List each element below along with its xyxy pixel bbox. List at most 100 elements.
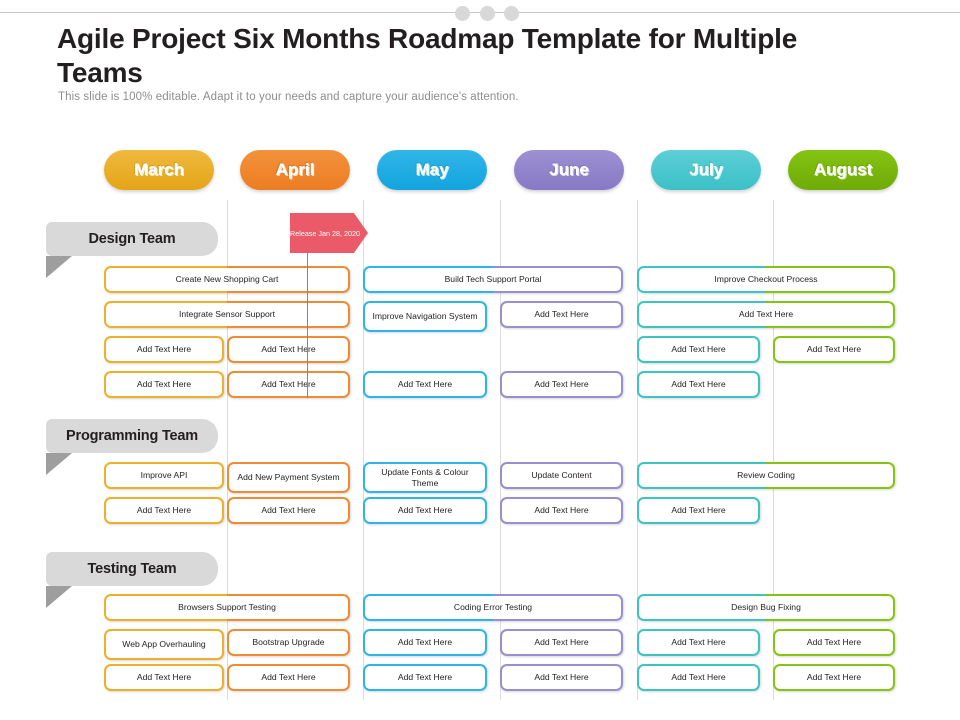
dot-icon	[504, 5, 519, 21]
timeline-gridline	[227, 200, 228, 700]
task-bar-label: Add Text Here	[229, 499, 348, 522]
task-bar-label: Add Text Here	[775, 338, 893, 361]
task-bar[interactable]: Add Text Here	[773, 336, 895, 363]
task-bar-label: Add Text Here	[106, 373, 222, 396]
task-bar[interactable]: Update Fonts & Colour Theme	[363, 462, 487, 493]
task-bar[interactable]: Add Text Here	[773, 664, 895, 691]
task-bar-label: Browsers Support Testing	[106, 596, 348, 619]
month-header-august[interactable]: August	[788, 150, 898, 190]
month-header-march[interactable]: March	[104, 150, 214, 190]
task-bar[interactable]: Add Text Here	[104, 336, 224, 363]
task-bar[interactable]: Web App Overhauling	[104, 629, 224, 660]
timeline-gridline	[637, 200, 638, 700]
task-bar-label: Add Text Here	[502, 499, 621, 522]
month-label: July	[688, 160, 724, 179]
task-bar-label: Integrate Sensor Support	[106, 303, 348, 326]
task-bar-label: Bootstrap Upgrade	[229, 631, 348, 654]
task-bar-label: Add Text Here	[365, 631, 485, 654]
task-bar-label: Add Text Here	[106, 338, 222, 361]
month-label: August	[813, 160, 873, 179]
task-bar[interactable]: Create New Shopping Cart	[104, 266, 350, 293]
task-bar-label: Update Fonts & Colour Theme	[365, 464, 485, 491]
month-label: March	[133, 160, 185, 179]
task-bar[interactable]: Build Tech Support Portal	[363, 266, 623, 293]
task-bar[interactable]: Add Text Here	[363, 629, 487, 656]
task-bar-label: Add Text Here	[106, 666, 222, 689]
task-bar-label: Add Text Here	[639, 373, 758, 396]
task-bar-label: Improve Checkout Process	[639, 268, 893, 291]
task-bar[interactable]: Add Text Here	[637, 664, 760, 691]
task-bar[interactable]: Improve Checkout Process	[637, 266, 895, 293]
task-bar-label: Add Text Here	[639, 499, 758, 522]
task-bar-label: Design Bug Fixing	[639, 596, 893, 619]
task-bar[interactable]: Add Text Here	[637, 301, 895, 328]
task-bar-label: Add Text Here	[365, 666, 485, 689]
ribbon-fold-decoration	[46, 453, 72, 475]
task-bar-label: Add Text Here	[775, 631, 893, 654]
task-bar-label: Add Text Here	[502, 373, 621, 396]
task-bar[interactable]: Add New Payment System	[227, 462, 350, 493]
page-subtitle: This slide is 100% editable. Adapt it to…	[58, 91, 519, 103]
team-banner-label: Design Team	[88, 231, 176, 247]
task-bar[interactable]: Add Text Here	[500, 301, 623, 328]
month-header-may[interactable]: May	[377, 150, 487, 190]
task-bar[interactable]: Add Text Here	[227, 336, 350, 363]
task-bar[interactable]: Add Text Here	[227, 664, 350, 691]
task-bar-label: Build Tech Support Portal	[365, 268, 621, 291]
task-bar[interactable]: Add Text Here	[227, 371, 350, 398]
task-bar[interactable]: Add Text Here	[773, 629, 895, 656]
task-bar[interactable]: Add Text Here	[500, 497, 623, 524]
task-bar-label: Add Text Here	[229, 338, 348, 361]
team-banner-testing-team[interactable]: Testing Team	[46, 552, 218, 586]
dot-icon	[455, 5, 470, 21]
task-bar-label: Add Text Here	[502, 631, 621, 654]
task-bar[interactable]: Bootstrap Upgrade	[227, 629, 350, 656]
task-bar[interactable]: Add Text Here	[104, 664, 224, 691]
task-bar-label: Add Text Here	[639, 338, 758, 361]
month-label: April	[275, 160, 315, 179]
task-bar-label: Add Text Here	[365, 373, 485, 396]
task-bar-label: Add Text Here	[639, 303, 893, 326]
month-header-july[interactable]: July	[651, 150, 761, 190]
month-label: June	[549, 160, 589, 179]
task-bar[interactable]: Add Text Here	[637, 336, 760, 363]
team-banner-design-team[interactable]: Design Team	[46, 222, 218, 256]
task-bar[interactable]: Add Text Here	[363, 497, 487, 524]
task-bar[interactable]: Integrate Sensor Support	[104, 301, 350, 328]
task-bar-label: Add Text Here	[365, 499, 485, 522]
task-bar[interactable]: Improve Navigation System	[363, 301, 487, 332]
task-bar[interactable]: Add Text Here	[637, 497, 760, 524]
dot-icon	[479, 5, 495, 21]
ribbon-fold-decoration	[46, 586, 72, 608]
task-bar[interactable]: Coding Error Testing	[363, 594, 623, 621]
task-bar-label: Add Text Here	[502, 666, 621, 689]
task-bar[interactable]: Add Text Here	[104, 497, 224, 524]
task-bar[interactable]: Add Text Here	[227, 497, 350, 524]
task-bar[interactable]: Browsers Support Testing	[104, 594, 350, 621]
team-banner-label: Programming Team	[66, 428, 198, 444]
month-header-april[interactable]: April	[240, 150, 350, 190]
task-bar[interactable]: Update Content	[500, 462, 623, 489]
task-bar-label: Add Text Here	[229, 373, 348, 396]
team-banner-programming-team[interactable]: Programming Team	[46, 419, 218, 453]
release-marker-flag[interactable]: Release Jan 28, 2020	[290, 213, 368, 253]
task-bar[interactable]: Add Text Here	[104, 371, 224, 398]
task-bar-label: Coding Error Testing	[365, 596, 621, 619]
task-bar[interactable]: Add Text Here	[500, 664, 623, 691]
task-bar-label: Add Text Here	[639, 666, 758, 689]
task-bar[interactable]: Add Text Here	[500, 629, 623, 656]
task-bar-label: Improve Navigation System	[365, 303, 485, 330]
month-header-june[interactable]: June	[514, 150, 624, 190]
task-bar[interactable]: Design Bug Fixing	[637, 594, 895, 621]
timeline-gridline	[773, 200, 774, 700]
task-bar[interactable]: Add Text Here	[363, 664, 487, 691]
task-bar[interactable]: Add Text Here	[637, 629, 760, 656]
task-bar-label: Add Text Here	[502, 303, 621, 326]
task-bar[interactable]: Add Text Here	[500, 371, 623, 398]
ribbon-fold-decoration	[46, 256, 72, 278]
task-bar[interactable]: Review Coding	[637, 462, 895, 489]
task-bar[interactable]: Improve API	[104, 462, 224, 489]
task-bar[interactable]: Add Text Here	[637, 371, 760, 398]
task-bar[interactable]: Add Text Here	[363, 371, 487, 398]
